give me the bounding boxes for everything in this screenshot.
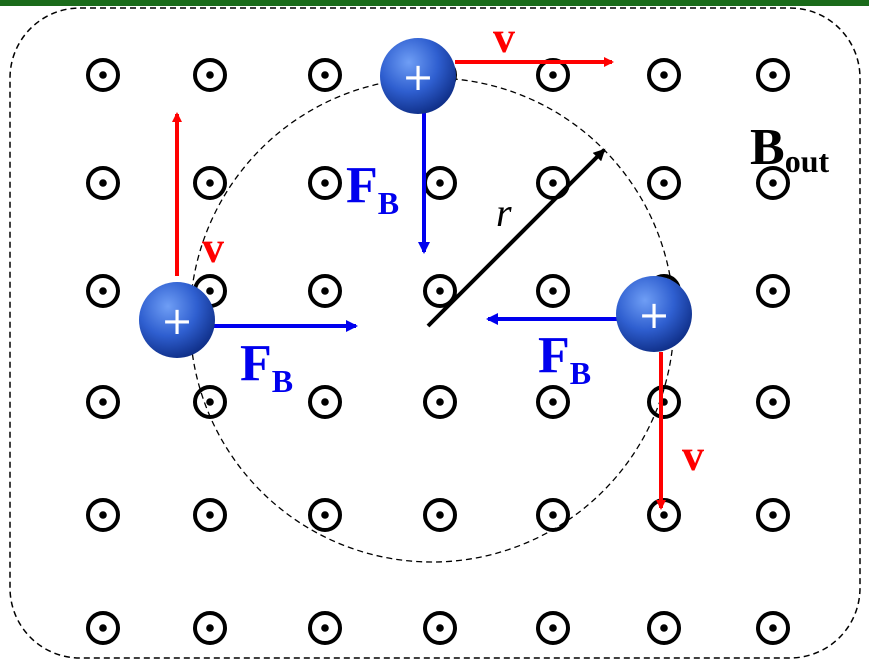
field-out-of-page-icon [193, 166, 227, 200]
field-out-of-page-icon [647, 611, 681, 645]
charge-left: v FB + [139, 112, 358, 399]
field-out-of-page-icon [756, 498, 790, 532]
field-out-of-page-icon [308, 498, 342, 532]
charge-sign-top: + [402, 55, 434, 99]
velocity-label-left: v [202, 223, 224, 272]
field-out-of-page-icon [308, 611, 342, 645]
field-region-boundary [9, 7, 861, 659]
field-out-of-page-icon [86, 498, 120, 532]
field-out-of-page-icon [193, 611, 227, 645]
radius-label: r [496, 190, 512, 235]
field-out-of-page-icon [308, 385, 342, 419]
charge-sign-right: + [638, 293, 670, 337]
charge-sphere-right [616, 276, 692, 352]
field-out-of-page-icon [423, 166, 457, 200]
field-out-of-page-icon [308, 58, 342, 92]
velocity-label-top: v [493, 13, 515, 62]
field-out-of-page-icon [756, 166, 790, 200]
field-out-of-page-icon [86, 385, 120, 419]
field-out-of-page-icon [536, 498, 570, 532]
field-label: Bout [750, 119, 829, 179]
force-label-left: FB [240, 335, 293, 399]
field-out-of-page-icon [756, 274, 790, 308]
field-out-of-page-icon [647, 166, 681, 200]
charge-sphere-top [380, 38, 456, 114]
charge-top: v FB + [346, 13, 614, 254]
field-out-of-page-icon [86, 274, 120, 308]
field-out-of-page-icon [647, 385, 681, 419]
charge-sphere-left [139, 282, 215, 358]
field-out-of-page-icon [647, 58, 681, 92]
field-out-of-page-icon [423, 385, 457, 419]
field-out-of-page-icon [423, 498, 457, 532]
top-bar [0, 0, 869, 6]
field-out-of-page-icon [308, 166, 342, 200]
field-out-of-page-icon [423, 611, 457, 645]
velocity-label-right: v [682, 431, 704, 480]
field-out-of-page-icon [193, 498, 227, 532]
field-out-of-page-icon [86, 166, 120, 200]
field-out-of-page-icon [756, 58, 790, 92]
radius-arrow [426, 148, 606, 328]
charge-sign-left: + [161, 299, 193, 343]
field-out-of-page-icon [536, 166, 570, 200]
field-out-of-page-icon [308, 274, 342, 308]
force-label-right: FB [538, 327, 591, 391]
field-out-of-page-icon [536, 58, 570, 92]
field-out-of-page-icon [86, 58, 120, 92]
field-out-of-page-icon [423, 274, 457, 308]
field-out-of-page-icon [536, 611, 570, 645]
field-out-of-page-icon [86, 611, 120, 645]
field-out-of-page-icon [193, 58, 227, 92]
field-out-of-page-icon [647, 498, 681, 532]
field-out-of-page-icon [536, 274, 570, 308]
field-out-of-page-icon [536, 385, 570, 419]
field-out-of-page-icon [756, 611, 790, 645]
force-label-top: FB [346, 157, 399, 221]
charge-right: FB v + [486, 276, 704, 510]
field-out-of-page-icon [756, 385, 790, 419]
field-out-of-page-icon [193, 385, 227, 419]
